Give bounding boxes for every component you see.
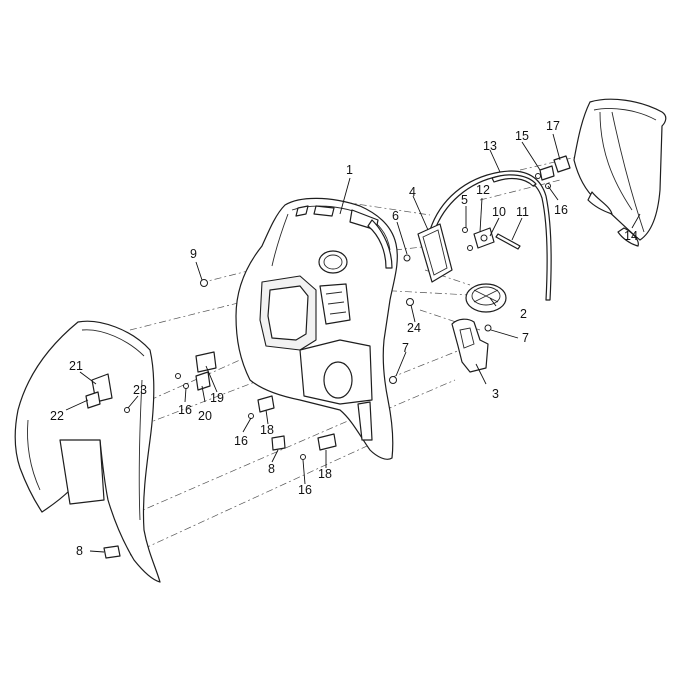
callout-8-left: 8 [76, 544, 83, 558]
part-2-filler-cap [465, 283, 507, 313]
callout-17: 17 [546, 119, 560, 133]
callout-7-right: 7 [522, 331, 529, 345]
callout-5: 5 [461, 193, 468, 207]
callout-18-upper: 18 [260, 423, 274, 437]
parts-15-17-clips [535, 155, 571, 189]
callout-16-mid: 16 [234, 434, 248, 448]
callout-labels: 1 2 3 4 5 6 7 7 8 8 9 10 11 12 13 14 15 … [50, 119, 638, 558]
part-14-upper-shield [573, 98, 667, 247]
callout-11: 11 [516, 205, 529, 219]
leader-lines [65, 133, 641, 553]
part-front-shield [14, 320, 161, 583]
callout-16-bottom: 16 [298, 483, 312, 497]
fasteners-right [200, 254, 492, 384]
callout-12: 12 [476, 183, 490, 197]
callout-20: 20 [198, 409, 212, 423]
part-4-door-frame [417, 223, 453, 283]
callout-21: 21 [69, 359, 83, 373]
callout-18-lower: 18 [318, 467, 332, 481]
callout-3: 3 [492, 387, 499, 401]
callout-24: 24 [407, 321, 421, 335]
part-3-latch-housing [451, 318, 489, 373]
callout-13: 13 [483, 139, 497, 153]
callout-1: 1 [346, 163, 353, 177]
callout-2: 2 [520, 307, 527, 321]
callout-9: 9 [190, 247, 197, 261]
callout-14: 14 [624, 229, 638, 243]
callout-7-center: 7 [402, 341, 409, 355]
callout-10: 10 [492, 205, 506, 219]
callout-15: 15 [515, 129, 529, 143]
callout-4: 4 [409, 185, 416, 199]
callout-6: 6 [392, 209, 399, 223]
callout-23: 23 [133, 383, 147, 397]
callout-16-left: 16 [178, 403, 192, 417]
callout-8-center: 8 [268, 462, 275, 476]
part-1-inner-shield [235, 197, 398, 460]
callout-19: 19 [210, 391, 224, 405]
parts-latch-hardware [462, 227, 521, 251]
callout-16-right: 16 [554, 203, 568, 217]
callout-22: 22 [50, 409, 64, 423]
